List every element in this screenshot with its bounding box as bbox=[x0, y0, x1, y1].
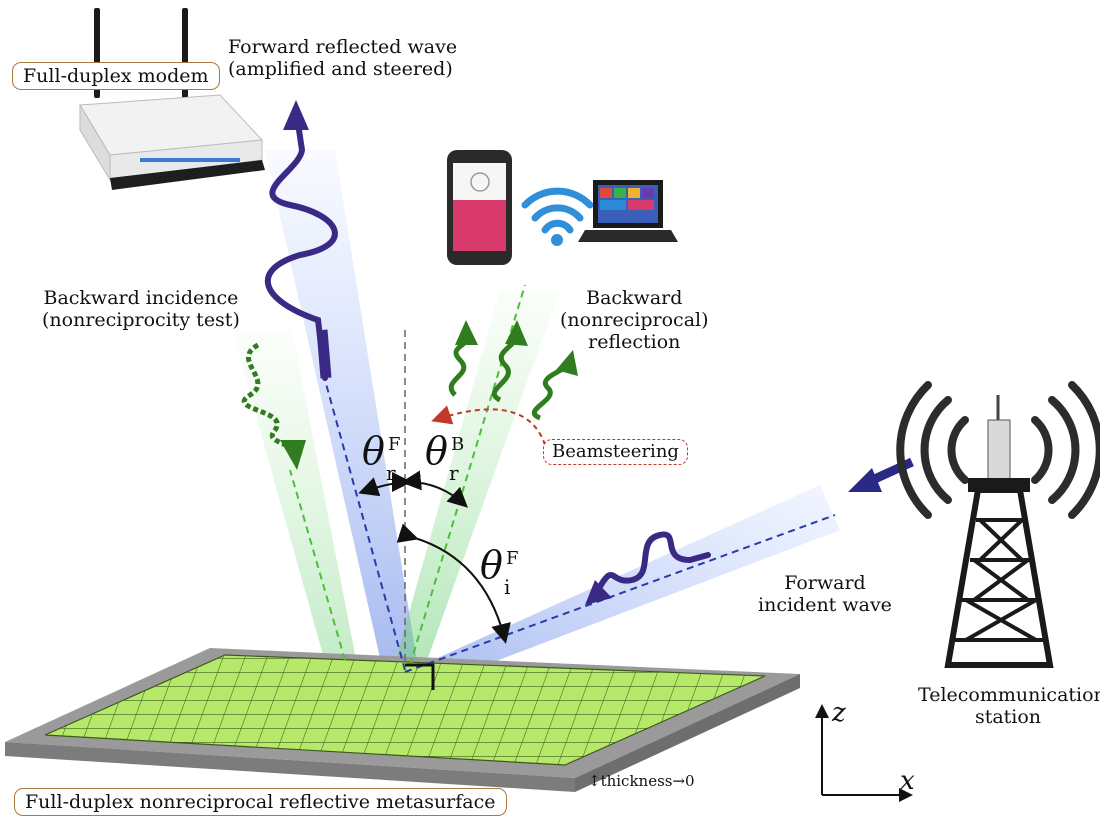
backward-reflection-label: Backward (nonreciprocal) reflection bbox=[560, 287, 709, 353]
arc-theta-i-F bbox=[396, 523, 511, 644]
theta-i-F-symbol: θ bbox=[480, 543, 503, 587]
arc-theta-r-B bbox=[391, 471, 468, 508]
backward-incidence-wave bbox=[241, 342, 306, 470]
theta-r-B-symbol: θ bbox=[425, 429, 448, 473]
theta-r-B-label: θ r B bbox=[425, 429, 464, 485]
backward-incidence-label: Backward incidence (nonreciprocity test) bbox=[42, 287, 240, 331]
ray-forward-reflected bbox=[324, 379, 406, 671]
forward-incident-label: Forward incident wave bbox=[758, 572, 892, 616]
wifi-signal-icon bbox=[521, 187, 594, 246]
station-line-1: Telecommunication bbox=[918, 684, 1100, 706]
beamsteering-arrow bbox=[431, 405, 546, 446]
theta-r-F-symbol: θ bbox=[362, 429, 385, 473]
backward-reflection-waves bbox=[448, 320, 578, 421]
cell-tower-icon bbox=[896, 381, 1100, 668]
forward-incident-line-1: Forward bbox=[784, 572, 866, 594]
z-axis-label: z bbox=[832, 698, 846, 728]
thickness-label: ↕thickness→0 bbox=[588, 772, 695, 790]
forward-incident-line-2: incident wave bbox=[758, 594, 892, 616]
theta-r-F-sub: r bbox=[386, 461, 396, 485]
theta-i-F-sup: F bbox=[506, 548, 519, 569]
metasurface bbox=[5, 648, 800, 792]
x-axis-label: x bbox=[900, 766, 915, 796]
forward-reflected-line-2: (amplified and steered) bbox=[228, 58, 453, 80]
ray-forward-incident bbox=[404, 514, 836, 673]
theta-r-F-sup: F bbox=[388, 434, 401, 455]
forward-reflected-wave bbox=[264, 100, 338, 381]
backward-reflection-line-3: reflection bbox=[588, 331, 681, 353]
theta-i-F-label: θ i F bbox=[480, 543, 519, 599]
station-label: Telecommunication station bbox=[918, 684, 1100, 728]
wifi-router-icon bbox=[79, 8, 265, 190]
backward-reflection-line-2: (nonreciprocal) bbox=[560, 309, 709, 331]
theta-i-F-sub: i bbox=[504, 575, 511, 599]
forward-reflected-line-1: Forward reflected wave bbox=[228, 36, 458, 58]
theta-r-F-label: θ r F bbox=[362, 429, 401, 485]
right-angle-marker bbox=[405, 663, 435, 690]
beam-forward-reflected bbox=[265, 150, 420, 680]
backward-incidence-line-1: Backward incidence bbox=[43, 287, 239, 309]
ray-backward-incidence bbox=[289, 469, 346, 661]
station-line-2: station bbox=[974, 706, 1042, 728]
backward-incidence-line-2: (nonreciprocity test) bbox=[42, 309, 240, 331]
laptop-icon bbox=[578, 180, 678, 242]
modem-label: Full-duplex modem bbox=[12, 62, 220, 90]
smartphone-icon bbox=[447, 150, 512, 265]
coordinate-axes bbox=[815, 704, 913, 802]
forward-incident-wave bbox=[585, 531, 711, 605]
theta-r-B-sub: r bbox=[449, 461, 459, 485]
beamsteering-label: Beamsteering bbox=[543, 439, 688, 465]
beam-backward-incidence bbox=[232, 330, 360, 680]
theta-r-B-sup: B bbox=[451, 434, 465, 455]
backward-reflection-line-1: Backward bbox=[586, 287, 683, 309]
forward-reflected-label: Forward reflected wave (amplified and st… bbox=[228, 36, 457, 80]
metasurface-label: Full-duplex nonreciprocal reflective met… bbox=[14, 788, 507, 816]
